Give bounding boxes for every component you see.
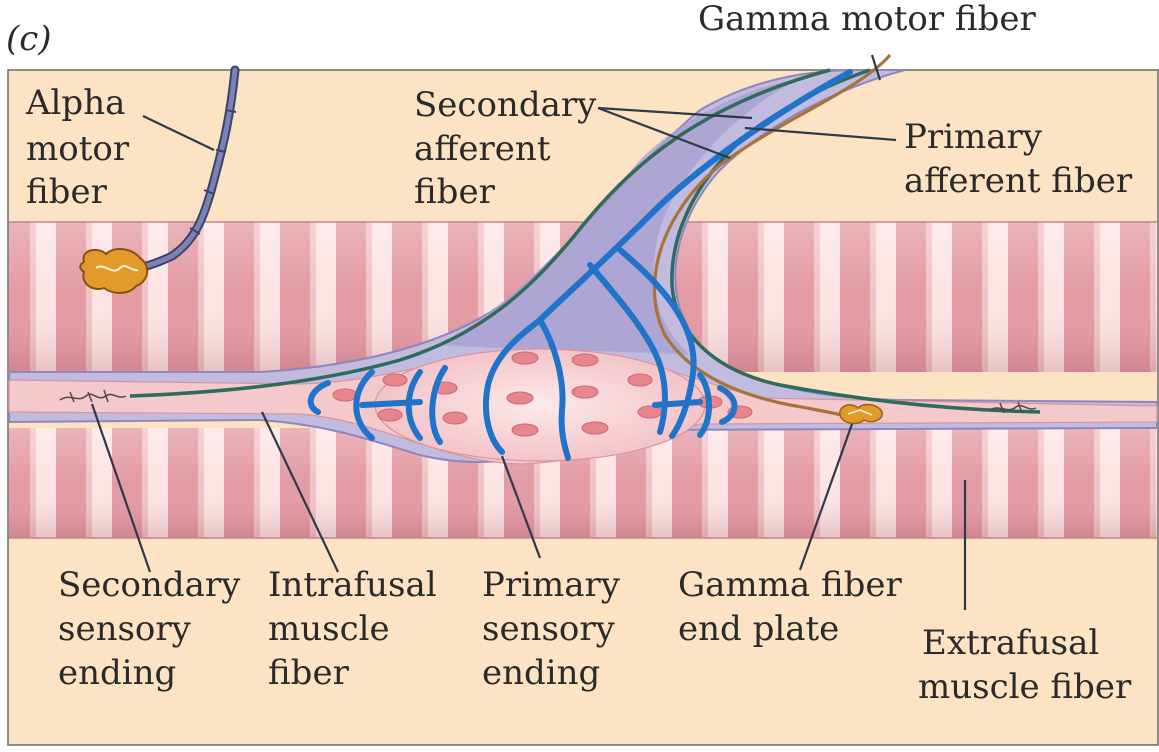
svg-text:motor: motor: [26, 129, 130, 169]
svg-text:Alpha: Alpha: [25, 83, 125, 123]
svg-text:Secondary: Secondary: [58, 565, 241, 605]
svg-text:Primary: Primary: [482, 565, 621, 605]
svg-text:Primary: Primary: [904, 117, 1043, 157]
gamma-fiber-end-plate: [840, 405, 882, 424]
svg-text:ending: ending: [482, 653, 600, 693]
svg-text:afferent: afferent: [414, 129, 551, 169]
svg-text:Extrafusal: Extrafusal: [922, 623, 1099, 663]
svg-text:sensory: sensory: [58, 609, 192, 649]
svg-text:fiber: fiber: [268, 653, 350, 693]
svg-text:muscle: muscle: [268, 609, 390, 649]
svg-text:muscle fiber: muscle fiber: [918, 667, 1132, 707]
svg-text:Intrafusal: Intrafusal: [268, 565, 437, 605]
label-primary-sensory-ending: Primary sensory ending: [482, 565, 621, 693]
svg-text:ending: ending: [58, 653, 176, 693]
svg-text:sensory: sensory: [482, 609, 616, 649]
svg-text:Secondary: Secondary: [414, 85, 597, 125]
panel-label: (c): [6, 19, 52, 59]
svg-text:fiber: fiber: [26, 172, 108, 212]
svg-text:fiber: fiber: [414, 172, 496, 212]
label-gamma-motor-fiber: Gamma motor fiber: [698, 0, 1036, 39]
svg-text:end plate: end plate: [678, 609, 839, 649]
svg-text:afferent fiber: afferent fiber: [904, 161, 1133, 201]
svg-text:Gamma fiber: Gamma fiber: [678, 565, 903, 605]
